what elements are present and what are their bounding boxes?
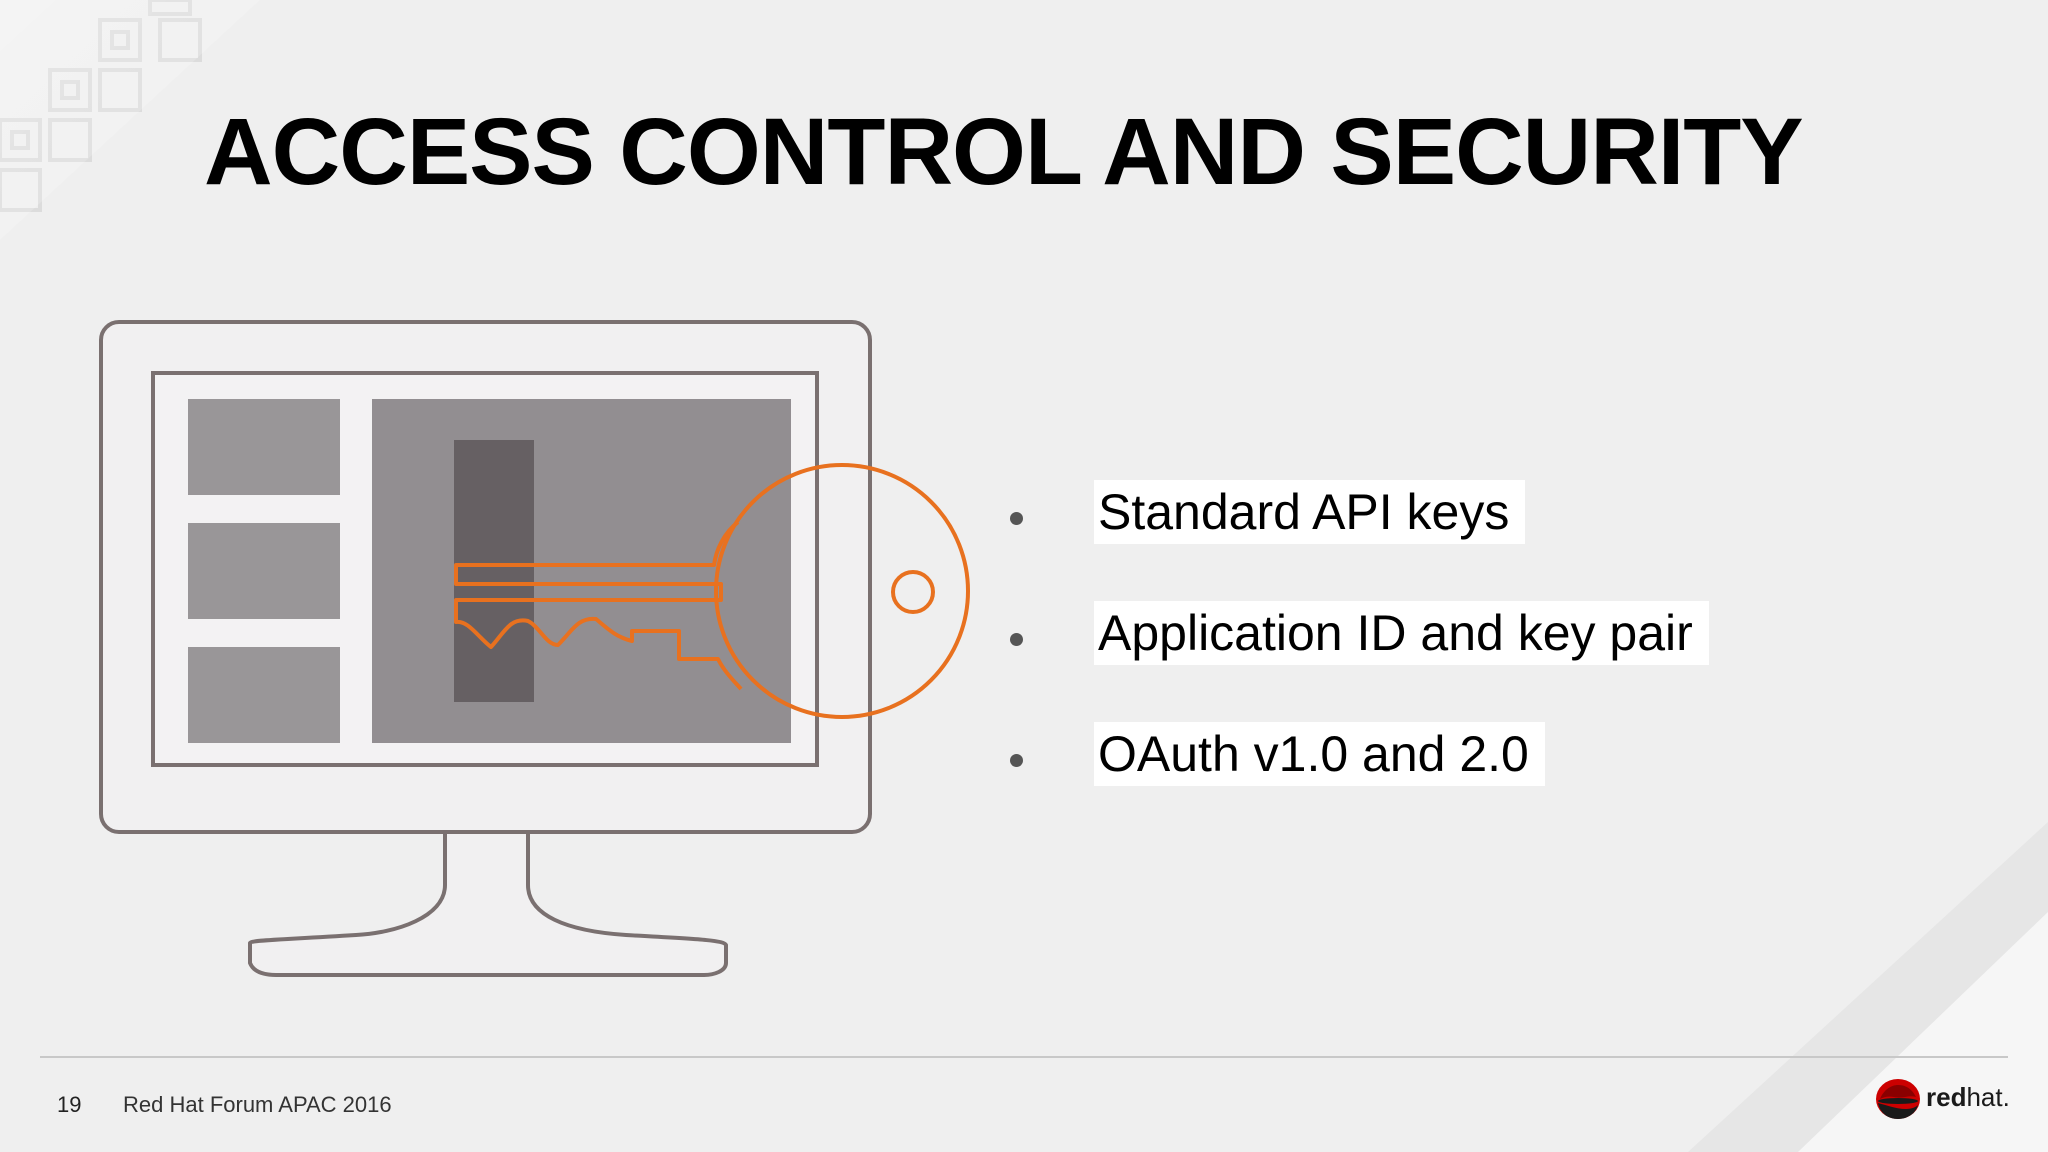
bullet-dot-icon xyxy=(1010,754,1023,767)
bullet-text: Standard API keys xyxy=(1094,480,1526,544)
bullet-text: OAuth v1.0 and 2.0 xyxy=(1094,722,1545,786)
monitor-with-key-illustration xyxy=(99,320,970,977)
footer-divider xyxy=(40,1056,2008,1058)
shadowman-icon xyxy=(1876,1079,1920,1119)
key-ring-hole xyxy=(891,570,935,614)
redhat-logo: redhat. xyxy=(1876,1079,2010,1119)
bullet-dot-icon xyxy=(1010,512,1023,525)
keyhole-bar xyxy=(454,440,534,702)
footer-event-label: Red Hat Forum APAC 2016 xyxy=(123,1092,392,1117)
monitor-stand xyxy=(248,830,728,977)
key-head xyxy=(714,463,970,719)
page-number: 19 xyxy=(57,1092,82,1117)
bullet-text: Application ID and key pair xyxy=(1094,601,1709,665)
svg-text:redhat.: redhat. xyxy=(1926,1082,2010,1112)
sidebar-panel xyxy=(188,399,340,495)
corner-pattern-decoration xyxy=(0,0,260,240)
slide-title: ACCESS CONTROL AND SECURITY xyxy=(204,99,1804,205)
key-shaft-icon xyxy=(454,520,743,691)
diagonal-decoration xyxy=(1688,822,2048,1152)
bullet-dot-icon xyxy=(1010,633,1023,646)
sidebar-panel xyxy=(188,523,340,619)
sidebar-panel xyxy=(188,647,340,743)
content-panel xyxy=(372,399,791,743)
